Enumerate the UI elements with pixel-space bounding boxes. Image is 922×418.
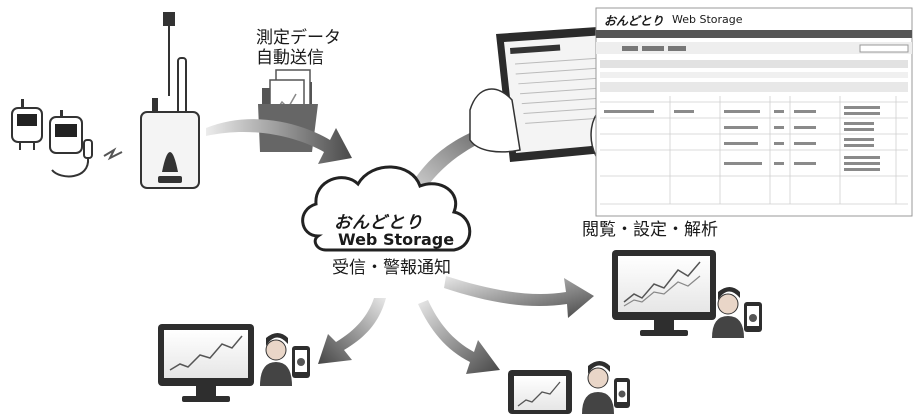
receive-alert-label: 受信・警報通知 [332,258,451,278]
person-with-phone-bottom [582,361,630,414]
pc-monitor-right [612,250,716,336]
arrow-device-to-cloud [206,119,352,164]
arrow-cloud-to-tablet-bottom [418,300,500,374]
wireless-signal-icon [103,147,123,161]
web-storage-screenshot [595,7,913,217]
cloud-shape [301,165,472,252]
person-with-phone-left [260,333,310,386]
arrow-cloud-to-pc-right [444,276,594,318]
screenshot-title: Web Storage [672,13,743,26]
arrow-cloud-to-pc-left [318,298,386,364]
cloud-logo-product: Web Storage [338,230,455,249]
pc-monitor-left [158,324,254,402]
send-label-line2: 自動送信 [256,48,324,68]
cloud-logo-brand: おんどとり [334,213,424,233]
base-station [140,12,200,189]
person-with-phone-right [712,287,762,338]
send-label-line1: 測定データ [256,28,341,48]
screenshot-brand: おんどとり [604,14,664,28]
logger-device-1 [11,99,43,150]
view-config-label: 閲覧・設定・解析 [582,220,718,240]
logger-device-2 [49,110,93,178]
folder-icon [258,69,318,152]
tablet-bottom [508,370,572,414]
